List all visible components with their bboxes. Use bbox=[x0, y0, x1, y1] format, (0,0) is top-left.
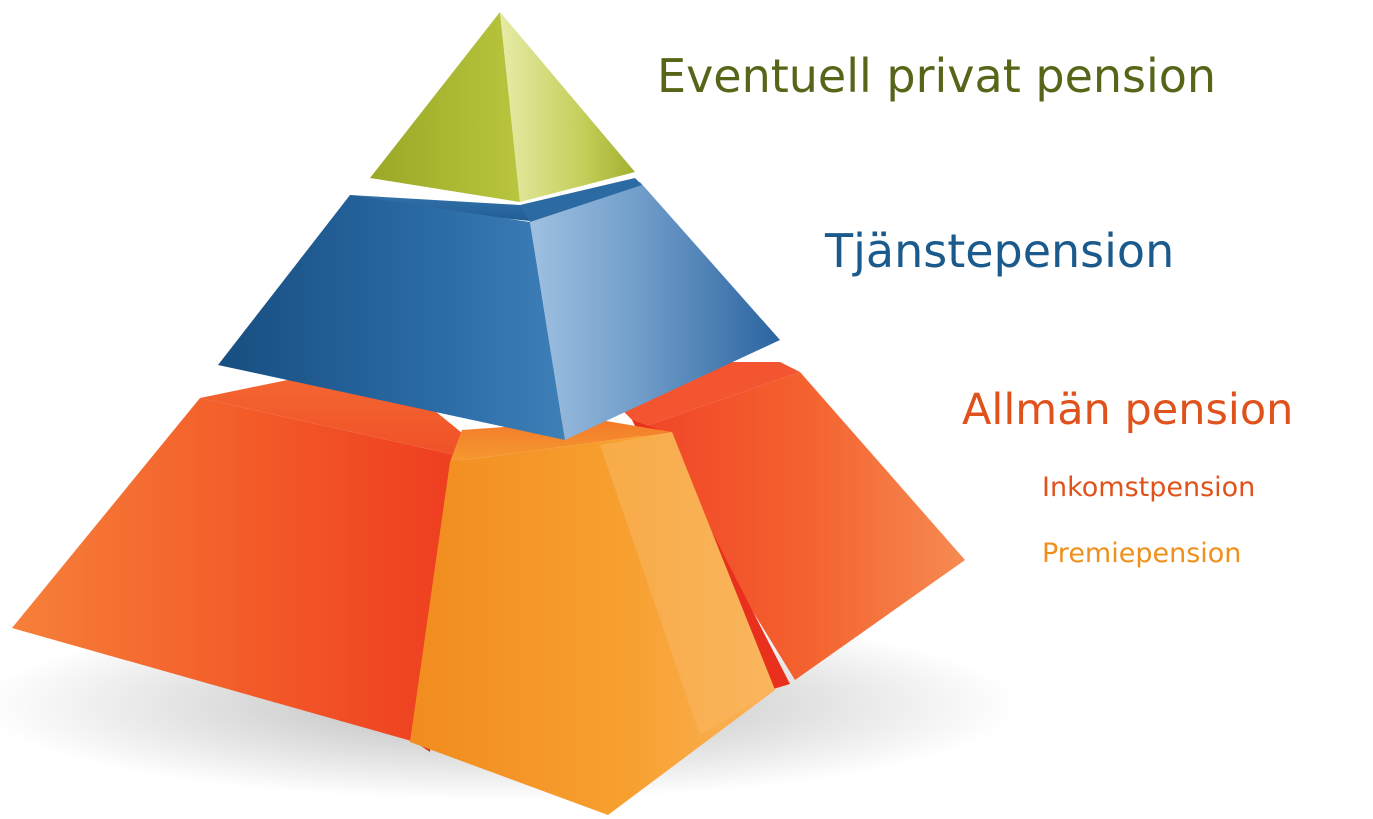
top-tier-right-face bbox=[500, 12, 635, 202]
middle-tier-top-right bbox=[520, 178, 642, 222]
public-pension-label: Allmän pension bbox=[962, 385, 1294, 435]
occupational-pension-label: Tjänstepension bbox=[825, 224, 1175, 278]
middle-tier-top bbox=[350, 195, 540, 222]
bottom-tier-right-front bbox=[640, 372, 965, 680]
bottom-tier-center-highlight bbox=[600, 432, 775, 735]
middle-tier bbox=[218, 178, 780, 440]
middle-tier-right bbox=[530, 182, 780, 440]
bottom-tier-center-top bbox=[450, 420, 672, 462]
middle-tier-front bbox=[218, 195, 565, 440]
income-pension-label: Inkomstpension bbox=[1042, 472, 1256, 503]
top-tier bbox=[370, 12, 635, 202]
bottom-tier-left-front bbox=[12, 398, 455, 742]
bottom-tier bbox=[12, 362, 965, 815]
top-tier-left-face bbox=[370, 12, 520, 202]
premium-pension-label: Premiepension bbox=[1042, 538, 1242, 569]
private-pension-label: Eventuell privat pension bbox=[657, 49, 1217, 103]
